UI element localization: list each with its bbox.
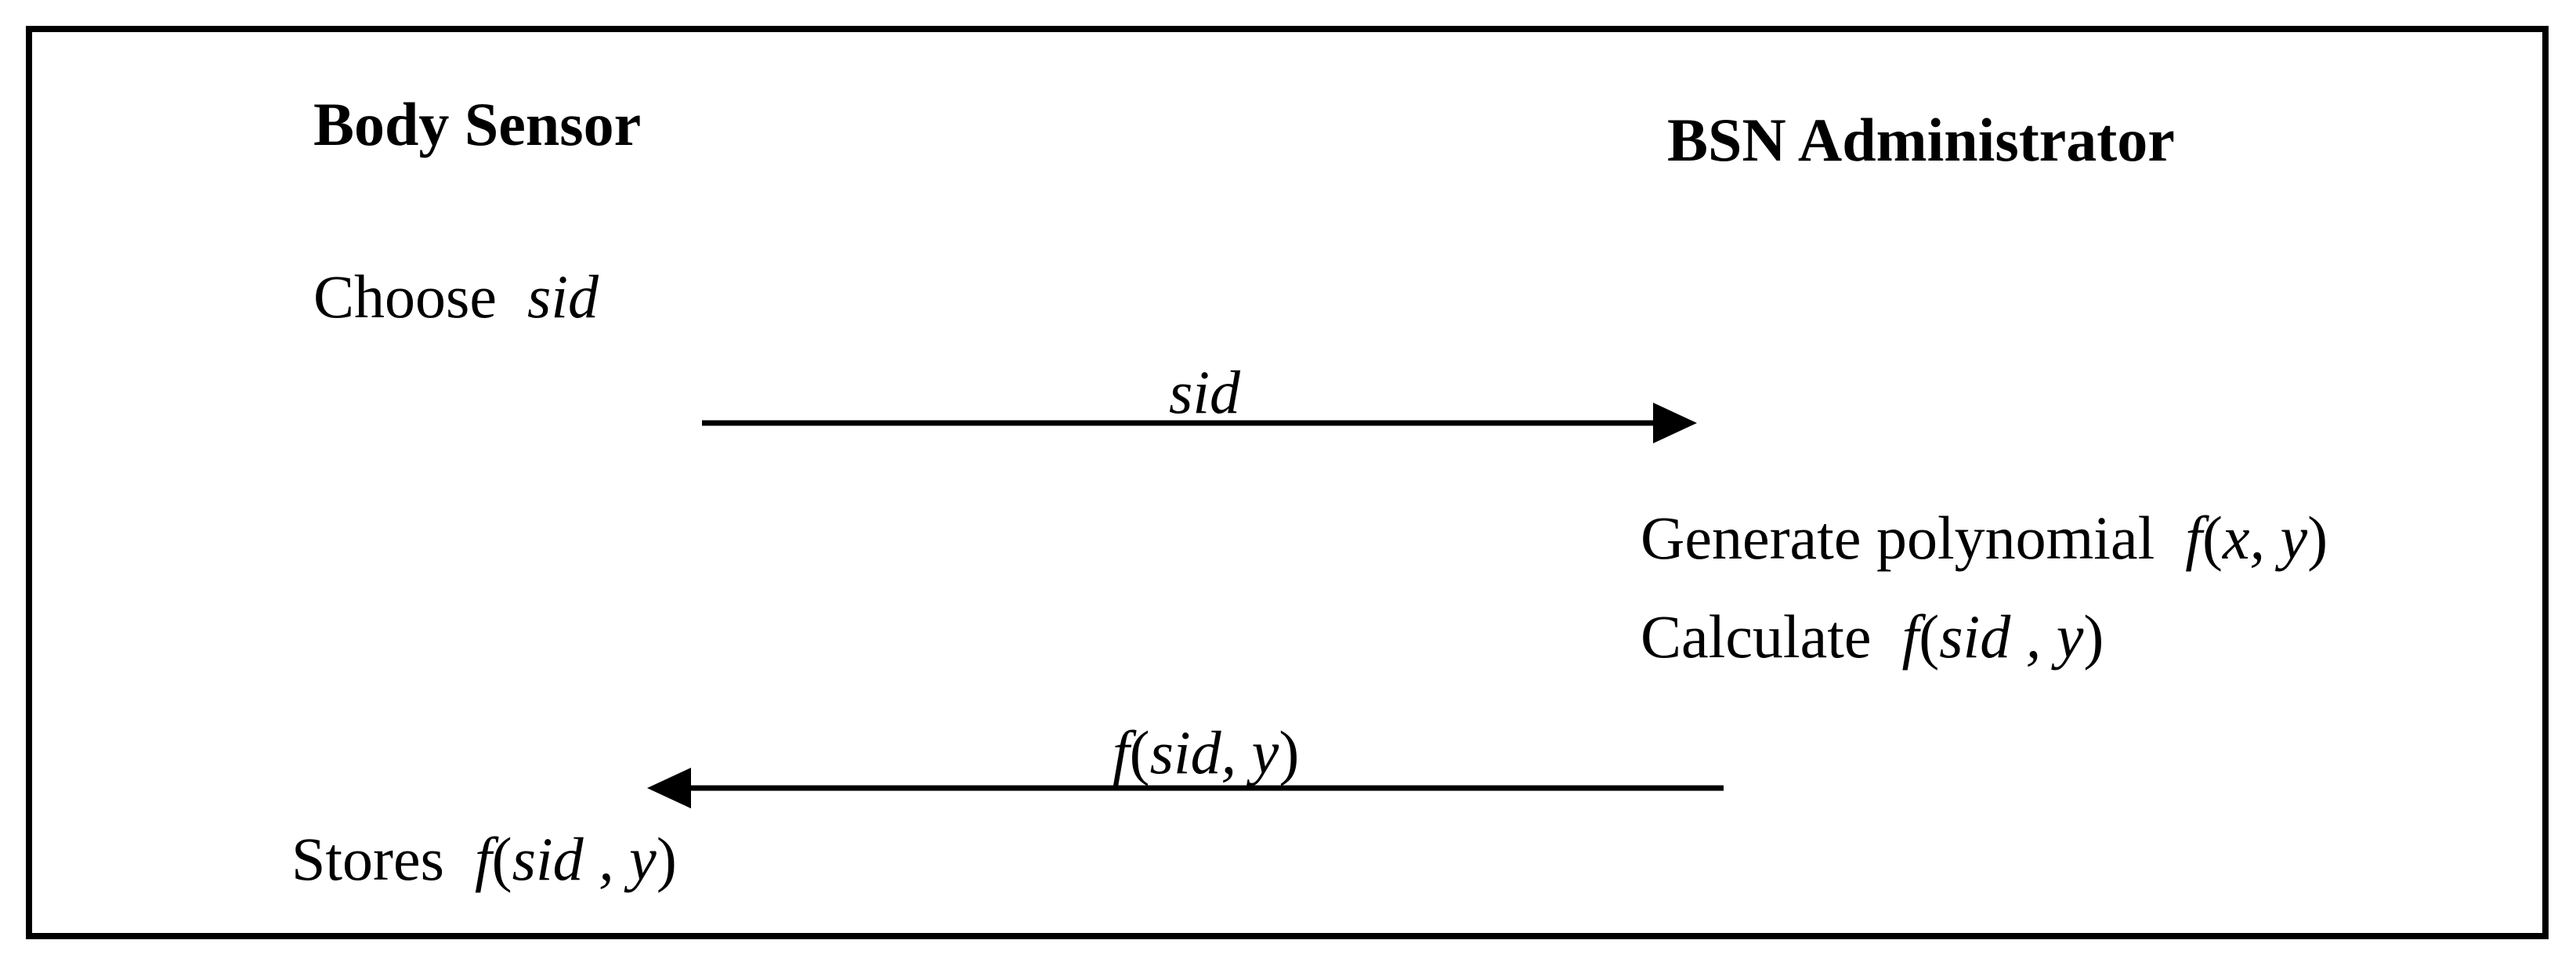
step-stores-function: f	[475, 825, 492, 893]
message-response-arrow	[647, 768, 1724, 808]
step-choose-variable: sid	[527, 262, 599, 331]
step-generate-polynomial: Generate polynomial f(x, y)	[1641, 504, 2328, 572]
step-calculate-function: f	[1901, 602, 1919, 671]
message-response-label: f(sid, y)	[1113, 718, 1300, 786]
participant-bsn-administrator: BSN Administrator	[1667, 106, 2175, 174]
step-generate-prefix: Generate polynomial	[1641, 504, 2155, 572]
participant-body-sensor: Body Sensor	[313, 90, 642, 158]
step-stores: Stores f(sid , y)	[291, 825, 677, 893]
step-choose-prefix: Choose	[313, 262, 497, 331]
step-generate-function: f	[2185, 504, 2202, 572]
step-calculate-prefix: Calculate	[1641, 602, 1872, 671]
response-arrowhead	[647, 768, 691, 808]
message-request-arrow	[702, 403, 1697, 443]
message-request-label: sid	[1169, 358, 1241, 426]
step-choose-sid: Choose sid	[313, 266, 599, 327]
message-response-function: f	[1113, 718, 1130, 786]
request-arrowhead	[1653, 403, 1697, 443]
step-calculate-arguments: sid , y	[1939, 602, 2084, 671]
diagram-frame	[26, 26, 2549, 939]
step-stores-arguments: sid , y	[512, 825, 657, 893]
step-stores-prefix: Stores	[291, 825, 444, 893]
step-generate-arguments: x, y	[2222, 504, 2308, 572]
step-calculate: Calculate f(sid , y)	[1641, 602, 2104, 671]
message-response-arguments: sid, y	[1149, 718, 1279, 786]
